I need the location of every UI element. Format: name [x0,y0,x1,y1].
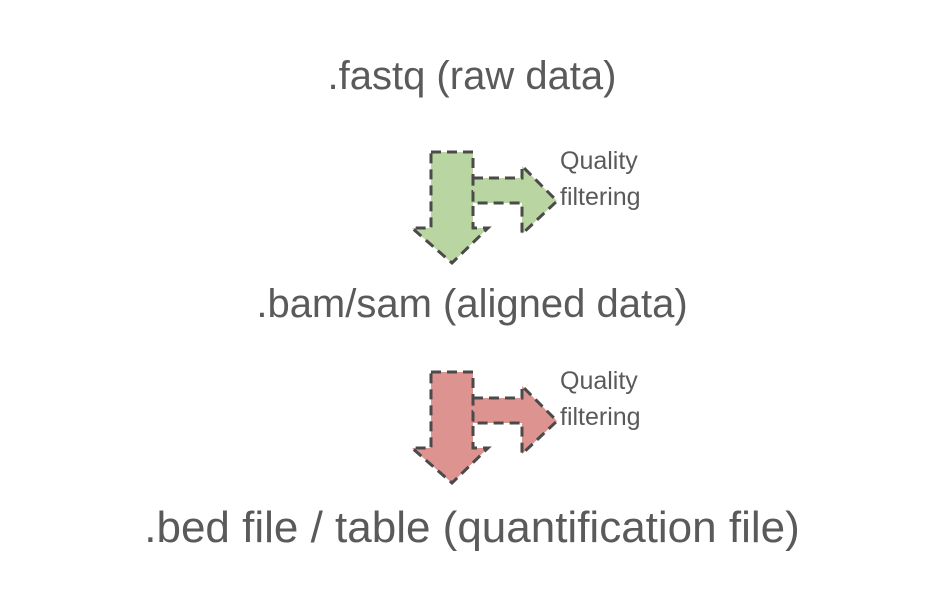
step-caption-line-1: Quality [560,367,638,395]
stage-label-bed-file: .bed file / table (quantification file) [144,503,800,552]
step-caption-quality-filtering-1: Quality filtering [560,144,735,215]
down-arrow-red-icon [408,370,492,486]
down-arrow-green-icon [408,150,492,266]
step-caption-line-2: filtering [560,402,641,431]
step-group-quality-filtering-2: Quality filtering [395,353,735,493]
composite-arrow-green [408,150,560,266]
step-caption-line-2: filtering [560,182,641,211]
right-arrow-red-icon [471,382,560,458]
stage-label-fastq: .fastq (raw data) [327,54,617,98]
step-group-quality-filtering-1: Quality filtering [395,133,735,273]
step-caption-line-1: Quality [560,147,638,175]
composite-arrow-red [408,370,560,486]
step-caption-quality-filtering-2: Quality filtering [560,364,735,435]
right-arrow-green-icon [471,162,560,238]
stage-label-bam-sam: .bam/sam (aligned data) [256,282,688,326]
